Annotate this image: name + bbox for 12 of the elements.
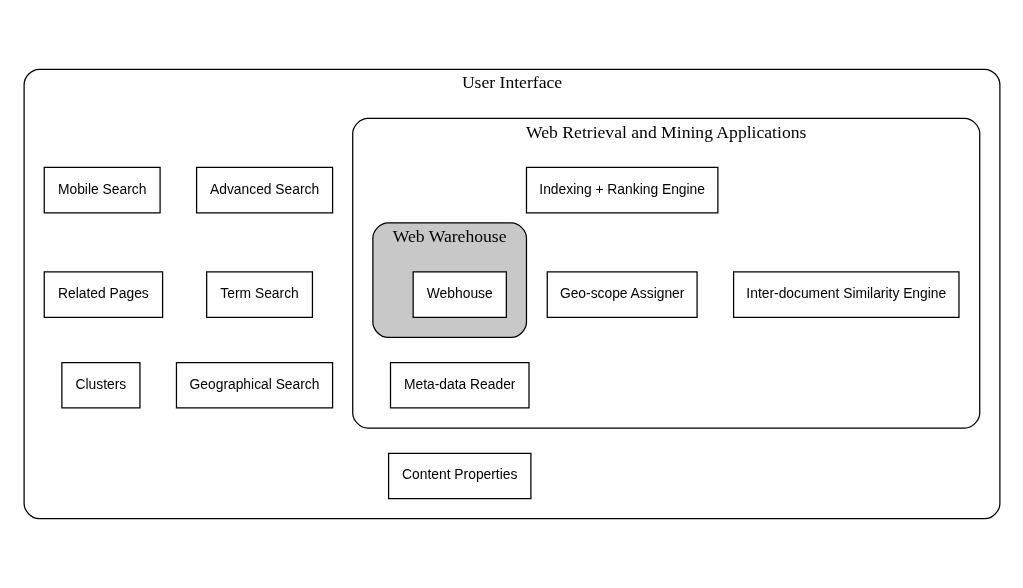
node-box: Geographical Search: [175, 362, 333, 409]
node-box: Indexing + Ranking Engine: [525, 166, 718, 214]
node-box: Inter-document Similarity Engine: [732, 271, 960, 318]
node-box: Mobile Search: [43, 166, 161, 214]
node-box: Meta-data Reader: [389, 362, 530, 409]
node-box: Content Properties: [387, 452, 531, 500]
node-box: Geo-scope Assigner: [546, 271, 698, 318]
node-box: Term Search: [205, 271, 313, 318]
node-box: Clusters: [60, 362, 141, 409]
node-box: Webhouse: [412, 271, 507, 318]
node-box: Related Pages: [43, 271, 163, 318]
node-box: Advanced Search: [195, 166, 333, 214]
